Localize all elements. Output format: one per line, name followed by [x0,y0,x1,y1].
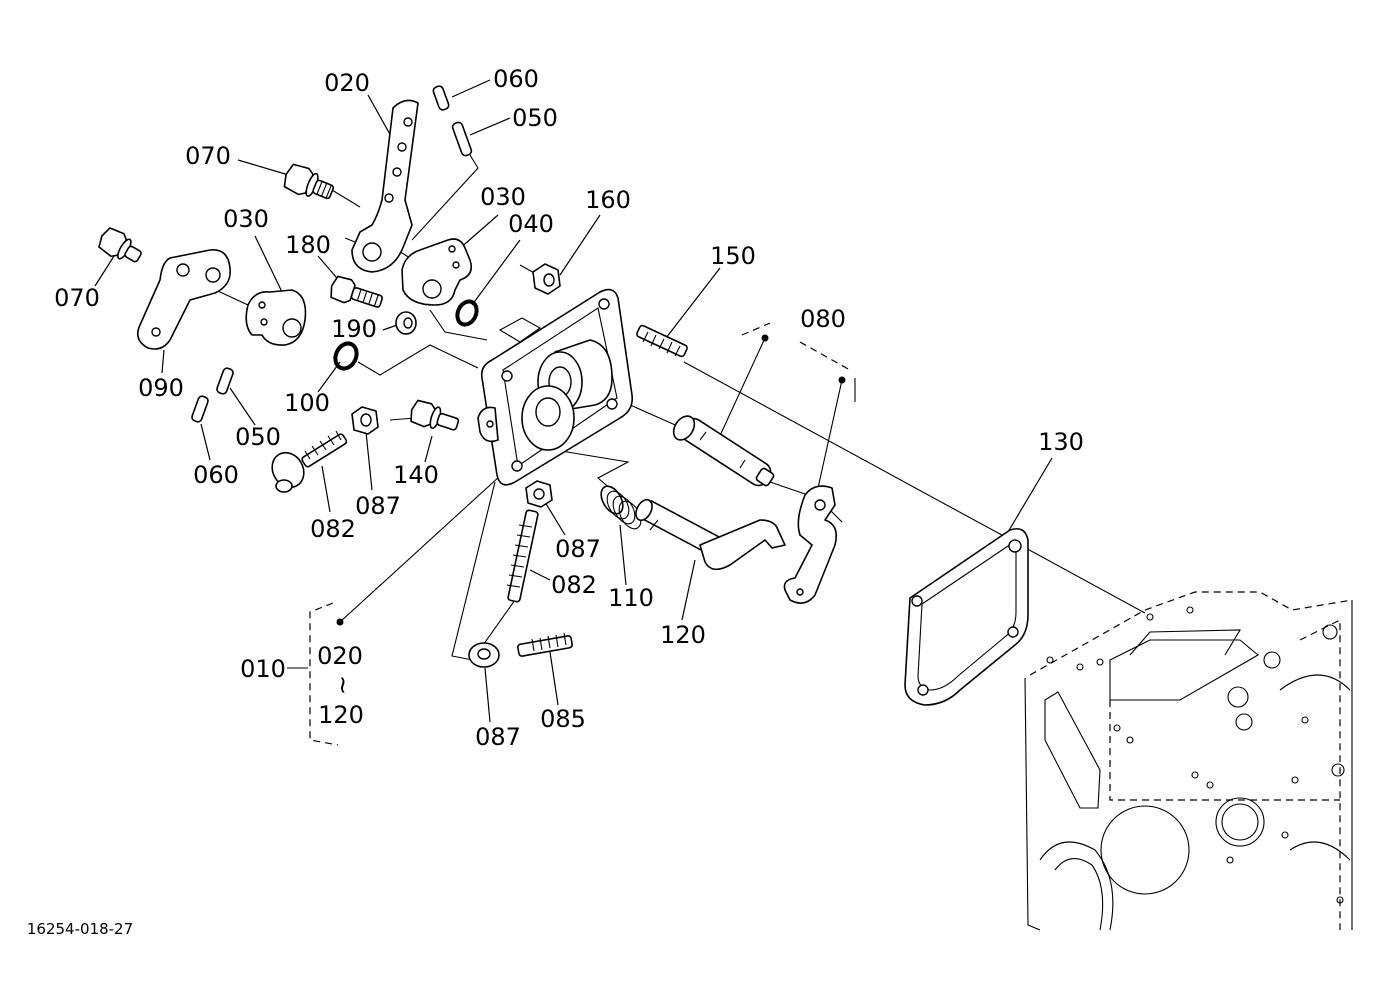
lever-030-left [245,289,307,346]
bolt-070-left [98,227,142,263]
callout-assembly-080: 080 [800,305,846,333]
figure-code: 16254-018-27 [27,920,133,938]
callout-nut-087-left: 087 [355,492,401,520]
nut-160 [532,263,561,295]
bracket-080 [717,322,856,489]
callout-nut-087-mid: 087 [555,535,601,563]
callout-stud-082-left: 082 [310,515,356,543]
callout-pin-060-left: 060 [193,461,239,489]
callout-range-tilde: ~ [329,675,357,695]
callout-spring-110: 110 [608,584,654,612]
o-ring-100 [333,341,359,371]
callout-pin-050-left: 050 [235,423,281,451]
callout-range-end-120: 120 [318,701,364,729]
engine-block [1024,591,1353,931]
pin-050-top [451,121,473,157]
callout-washer-190: 190 [331,315,377,343]
pin-060-left [191,395,209,423]
shaft-lever-120 [635,498,786,571]
callout-bolt-140: 140 [393,461,439,489]
pin-050-left [216,367,234,395]
nut-087-mid [525,480,553,508]
callout-stud-085: 085 [540,705,586,733]
bracket-010 [287,602,344,746]
callout-assembly-010: 010 [240,655,286,683]
stud-150 [636,324,688,358]
stud-082-left [271,430,348,493]
callout-lever-030-top: 030 [480,183,526,211]
washer-087-bottom [468,642,500,668]
callout-bolt-070-top: 070 [185,142,231,170]
nut-087-left [351,406,379,435]
bolt-180 [330,275,383,308]
o-ring-040 [455,299,479,327]
callout-labels: 020 060 050 070 030 160 030 040 180 150 … [54,65,1084,751]
pin-060-top [432,85,450,111]
callout-pin-050-top: 050 [512,104,558,132]
callout-o-ring-040: 040 [508,210,554,238]
bolt-070-top [283,163,335,200]
gasket-130 [904,527,1029,706]
stud-085 [517,632,573,657]
callout-pin-060-top: 060 [493,65,539,93]
shaft-080 [672,415,775,487]
callout-stud-150: 150 [710,242,756,270]
governor-cover-housing [477,288,634,486]
fork-lever-080 [783,485,838,604]
callout-stud-082-mid: 082 [551,571,597,599]
callout-washer-087-bottom: 087 [475,723,521,751]
lever-030-top [401,238,473,306]
bolt-140 [410,399,460,431]
spring-110 [600,485,642,530]
callout-lever-020: 020 [324,69,370,97]
callout-lever-090: 090 [138,374,184,402]
lever-090 [137,249,232,350]
washer-190 [395,311,417,335]
callout-bolt-070-left: 070 [54,284,100,312]
callout-gasket-130: 130 [1038,428,1084,456]
callout-nut-160: 160 [585,186,631,214]
callout-bolt-180: 180 [285,231,331,259]
callout-shaft-120: 120 [660,621,706,649]
callout-lever-030-left: 030 [223,205,269,233]
stud-082-mid [506,509,539,603]
lever-020 [351,99,419,273]
callout-o-ring-100: 100 [284,389,330,417]
callout-range-start-020: 020 [317,642,363,670]
